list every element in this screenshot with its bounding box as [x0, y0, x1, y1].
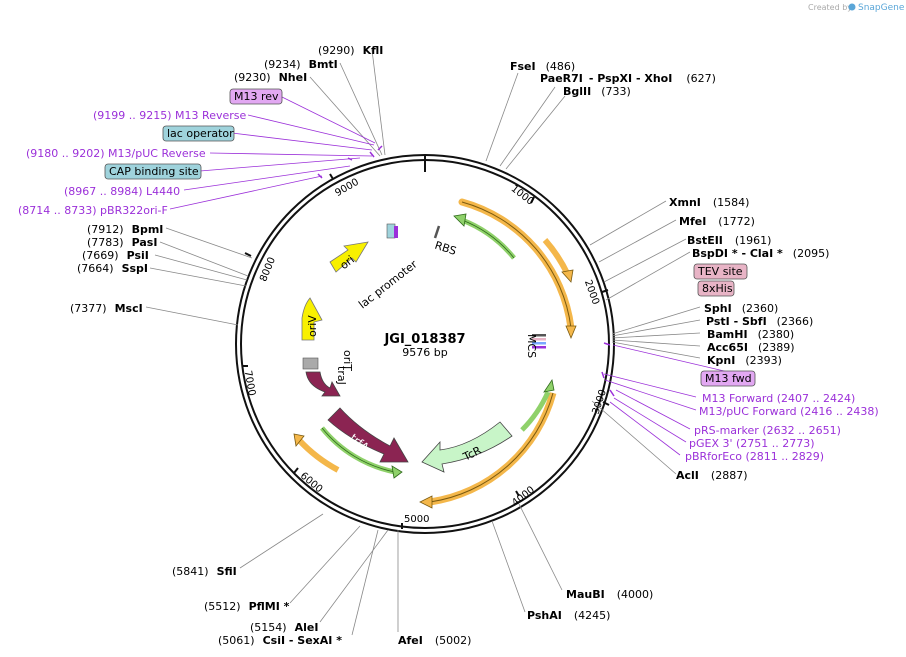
enzyme-sfii[interactable]: (5841)SfiI: [172, 565, 237, 578]
enzyme-acli[interactable]: AclI(2887): [676, 469, 747, 482]
primer-pbr322ori-f[interactable]: (8714 .. 8733) pBR322ori-F: [18, 204, 168, 217]
cds-arc-left[interactable]: [296, 437, 340, 473]
orit-label: oriT: [341, 350, 354, 371]
enzyme-afei[interactable]: AfeI(5002): [398, 634, 471, 647]
enzyme-xmni[interactable]: XmnI(1584): [669, 196, 749, 209]
inner-green-arrows: [320, 213, 555, 479]
plasmid-name: JGI_018387: [383, 332, 465, 347]
box-8xhis[interactable]: 8xHis: [702, 282, 733, 295]
lac-promoter-box[interactable]: [386, 223, 396, 239]
oriv-label: oriV: [306, 315, 319, 337]
enzyme-pasi[interactable]: (7783)PasI: [87, 236, 157, 249]
tick-5000: 5000: [404, 514, 429, 525]
primer-leader-lines: [169, 96, 755, 456]
enzyme-psti[interactable]: PstI - SbfI(2366): [706, 315, 813, 328]
enzyme-bglii[interactable]: BglII(733): [563, 85, 631, 98]
ori-arrow[interactable]: [329, 241, 369, 273]
lac-promoter-label: lac promoter: [356, 257, 420, 311]
enzyme-msci[interactable]: (7377)MscI: [70, 302, 143, 315]
enzyme-fsei[interactable]: FseI(486): [510, 60, 575, 73]
primer-pbrforeco[interactable]: pBRforEco (2811 .. 2829): [685, 450, 824, 463]
box-m13-fwd[interactable]: M13 fwd: [705, 372, 752, 385]
enzyme-kpni[interactable]: KpnI(2393): [707, 354, 782, 367]
tcr-arrow[interactable]: [421, 421, 513, 473]
trfa-arrow[interactable]: [327, 407, 409, 463]
enzyme-alei[interactable]: (5154)AleI: [250, 621, 318, 634]
enzyme-kfli[interactable]: (9290)KflI: [318, 44, 383, 57]
primer-pgex3[interactable]: pGEX 3' (2751 .. 2773): [689, 437, 815, 450]
green-arrow-top[interactable]: [453, 213, 467, 227]
enzyme-bamhi[interactable]: BamHI(2380): [707, 328, 794, 341]
orit-box[interactable]: [302, 357, 319, 370]
snapgene-credit: Created by SnapGene: [808, 3, 905, 13]
plasmid-length: 9576 bp: [402, 346, 447, 359]
primer-marks: [317, 145, 615, 397]
enzyme-leader-lines: [145, 49, 701, 636]
enzyme-csii[interactable]: (5061)CsiI - SexAI *: [218, 634, 342, 647]
enzyme-bspdi[interactable]: BspDI * - ClaI *(2095): [692, 247, 829, 260]
enzyme-bpmi[interactable]: (7912)BpmI: [87, 223, 163, 236]
box-lac-operator[interactable]: lac operator: [167, 127, 234, 140]
enzyme-labels: (9290)KflI (9234)BmtI (9230)NheI FseI(48…: [70, 44, 829, 647]
traj-label: traJ: [335, 366, 348, 385]
enzyme-bsteii[interactable]: BstEII(1961): [687, 234, 771, 247]
box-tev-site[interactable]: TEV site: [697, 265, 743, 278]
primer-m13-puc-reverse[interactable]: (9180 .. 9202) M13/pUC Reverse: [26, 147, 206, 160]
box-m13-rev[interactable]: M13 rev: [234, 90, 279, 103]
outer-feature-arcs: [293, 198, 577, 509]
snapgene-logo-icon: [848, 3, 856, 11]
tick-9000: 9000: [333, 177, 361, 199]
primer-l4440[interactable]: (8967 .. 8984) L4440: [64, 185, 180, 198]
enzyme-pshai[interactable]: PshAI(4245): [527, 609, 610, 622]
enzyme-acc65i[interactable]: Acc65I(2389): [707, 341, 795, 354]
backbone-outer: [235, 154, 615, 534]
primer-m13-puc-forward[interactable]: M13/pUC Forward (2416 .. 2438): [699, 405, 879, 418]
primer-m13-reverse[interactable]: (9199 .. 9215) M13 Reverse: [93, 109, 246, 122]
tick-6000: 6000: [298, 471, 325, 496]
enzyme-psii[interactable]: (7669)PsiI: [82, 249, 149, 262]
mcs-label: MCS: [525, 334, 538, 358]
enzyme-sspi[interactable]: (7664)SspI: [77, 262, 148, 275]
lac-operator-mark: [394, 226, 398, 238]
traj-arrow[interactable]: [305, 371, 341, 397]
oriv-arrow[interactable]: [301, 297, 323, 341]
enzyme-pflmi[interactable]: (5512)PflMI *: [204, 600, 290, 613]
box-cap-binding-site[interactable]: CAP binding site: [109, 165, 199, 178]
enzyme-sphi[interactable]: SphI(2360): [704, 302, 778, 315]
enzyme-mfei[interactable]: MfeI(1772): [679, 215, 755, 228]
enzyme-bmti[interactable]: (9234)BmtI: [264, 58, 338, 71]
primer-m13-forward[interactable]: M13 Forward (2407 .. 2424): [702, 392, 855, 405]
cds-arc-top[interactable]: [458, 198, 575, 332]
rbs-label: RBS: [433, 239, 458, 258]
credit-prefix: Created by: [808, 3, 852, 12]
feature-boxes: M13 rev lac operator CAP binding site TE…: [104, 88, 756, 387]
primer-prs-marker[interactable]: pRS-marker (2632 .. 2651): [694, 424, 841, 437]
mcs-marks[interactable]: [532, 334, 546, 349]
enzyme-paer7i[interactable]: PaeR7I- PspXI - XhoI(627): [540, 72, 716, 85]
enzyme-maubi[interactable]: MauBI(4000): [566, 588, 653, 601]
credit-brand: SnapGene: [858, 3, 905, 13]
green-arrow-bottom[interactable]: [391, 465, 403, 479]
enzyme-nhei[interactable]: (9230)NheI: [234, 71, 307, 84]
primer-labels: (9199 .. 9215) M13 Reverse (9180 .. 9202…: [18, 109, 879, 463]
green-arrow-right[interactable]: [543, 378, 555, 393]
tick-7000: 7000: [242, 370, 257, 397]
rbs-mark[interactable]: [433, 225, 441, 239]
